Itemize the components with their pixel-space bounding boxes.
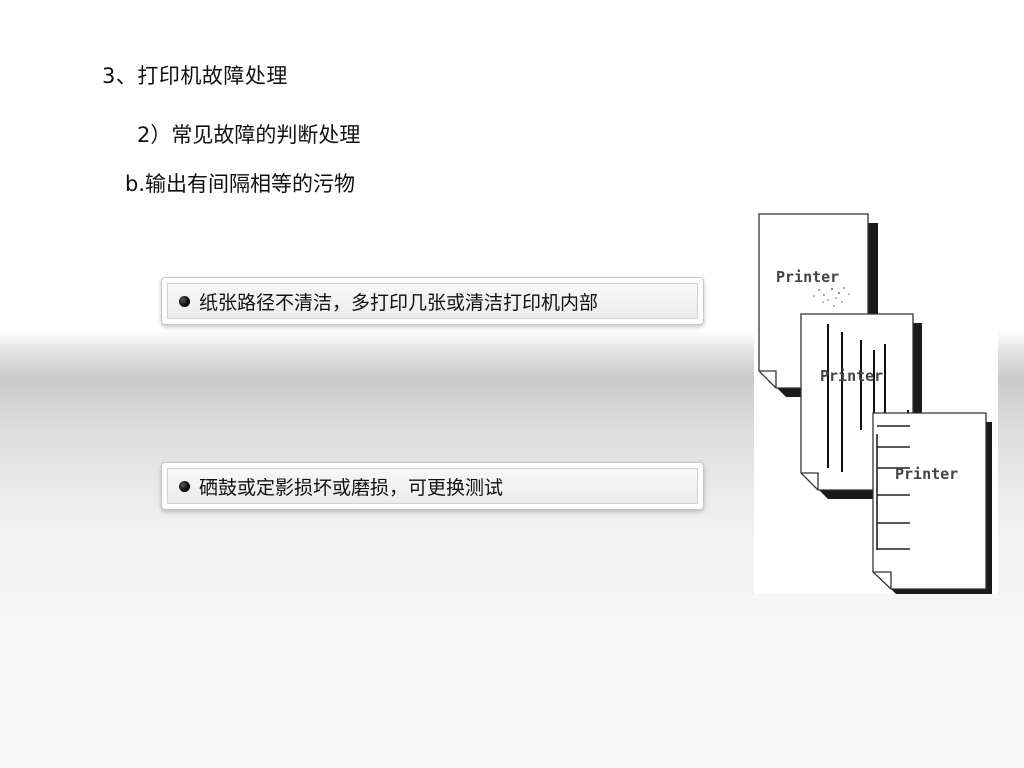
solution-panel-2: 硒鼓或定影损坏或磨损，可更换测试	[161, 462, 704, 510]
page-label: Printer	[895, 465, 958, 483]
bullet-icon	[179, 480, 190, 492]
printer-pages-illustration: Printer Printer	[754, 210, 998, 594]
solution-text-1: 纸张路径不清洁，多打印几张或清洁打印机内部	[199, 291, 599, 314]
section-subheading: 2）常见故障的判断处理	[137, 123, 361, 147]
solution-text-2: 硒鼓或定影损坏或磨损，可更换测试	[199, 476, 504, 499]
slide-heading: 3、打印机故障处理	[102, 64, 288, 88]
problem-item: b.输出有间隔相等的污物	[125, 172, 356, 196]
page-label: Printer	[820, 367, 883, 385]
solution-panel-1: 纸张路径不清洁，多打印几张或清洁打印机内部	[161, 277, 704, 325]
printed-page-side-marks: Printer	[872, 412, 992, 594]
bullet-icon	[179, 295, 190, 307]
page-label: Printer	[776, 268, 839, 286]
